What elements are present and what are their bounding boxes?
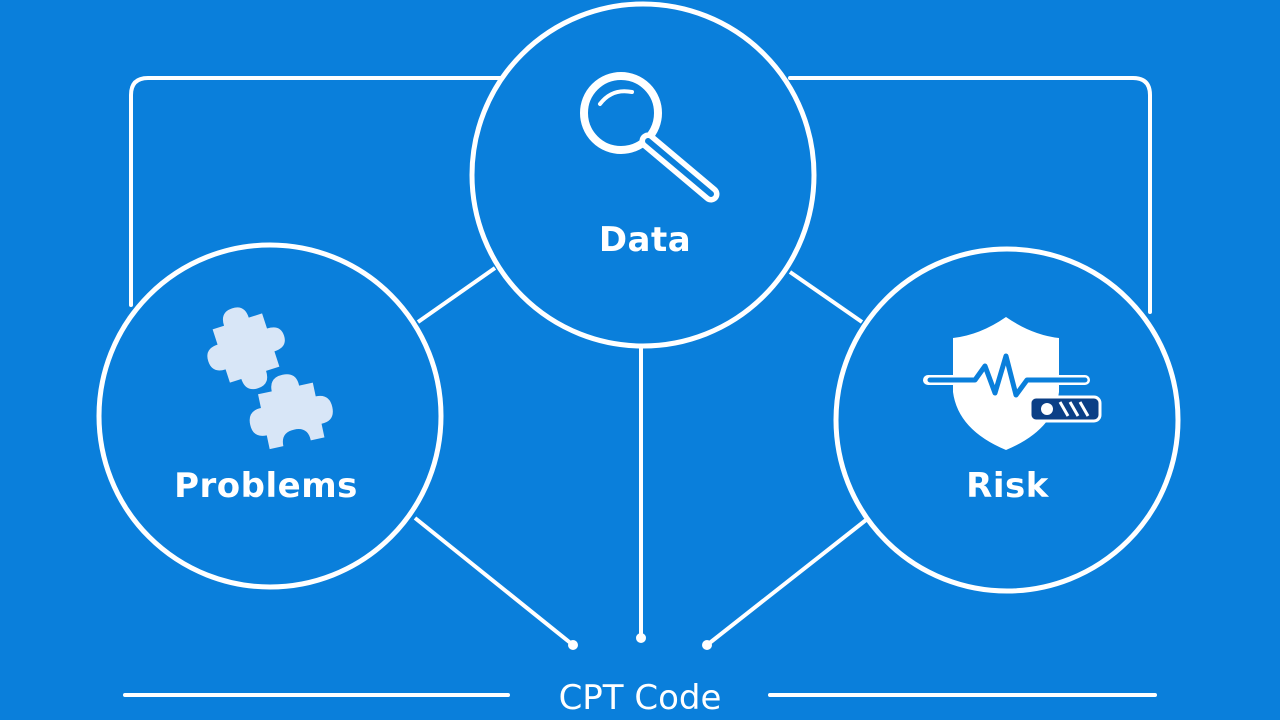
connector-dot-left xyxy=(568,640,578,650)
connector-problems-cpt xyxy=(413,516,575,647)
cpt-code-label: CPT Code xyxy=(558,678,722,718)
connector-data-risk xyxy=(788,270,864,324)
connector-data-problems xyxy=(416,266,497,324)
connector-dot-right xyxy=(702,640,712,650)
risk-node-label: Risk xyxy=(966,466,1049,506)
connector-risk-cpt xyxy=(705,518,868,647)
data-node-circle xyxy=(469,1,817,349)
shield-heartbeat-icon xyxy=(923,317,1102,450)
connector-dot-center xyxy=(636,633,646,643)
problems-node-label: Problems xyxy=(174,466,358,506)
magnifying-glass-icon xyxy=(580,72,720,203)
data-node-label: Data xyxy=(598,220,692,260)
puzzle-pieces-icon xyxy=(207,307,333,450)
outer-frame-line xyxy=(129,76,1152,314)
